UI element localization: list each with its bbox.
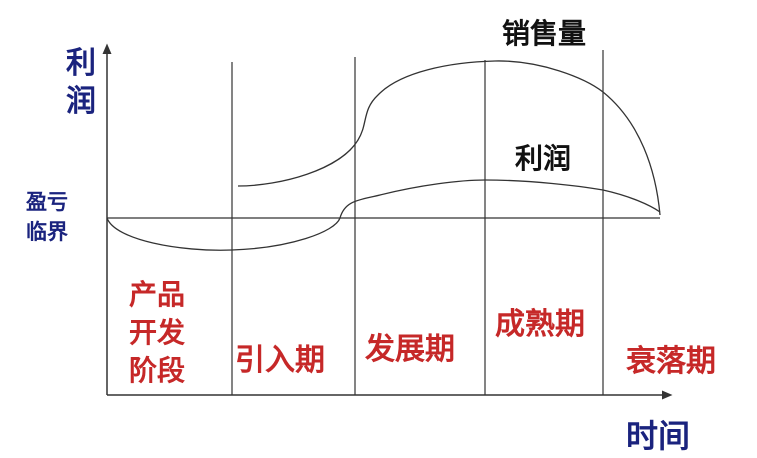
- y-axis-label: 利润: [66, 46, 96, 119]
- breakeven-label-line1: 盈亏: [26, 190, 68, 214]
- x-axis-label: 时间: [626, 417, 691, 455]
- stage-introduction: 引入期: [235, 343, 325, 378]
- sales-curve-label: 销售量: [502, 17, 587, 50]
- stage-development-line1: 产品: [129, 278, 186, 311]
- profit-curve-label: 利润: [515, 142, 572, 175]
- stage-maturity: 成熟期: [495, 307, 585, 342]
- stage-development-line2: 开发: [129, 316, 186, 349]
- stage-decline: 衰落期: [626, 344, 716, 379]
- stage-development-line3: 阶段: [129, 354, 186, 387]
- sales-curve: [237, 60, 661, 216]
- stage-growth: 发展期: [365, 332, 455, 367]
- profit-curve: [106, 179, 661, 251]
- breakeven-label-line2: 临界: [26, 220, 68, 244]
